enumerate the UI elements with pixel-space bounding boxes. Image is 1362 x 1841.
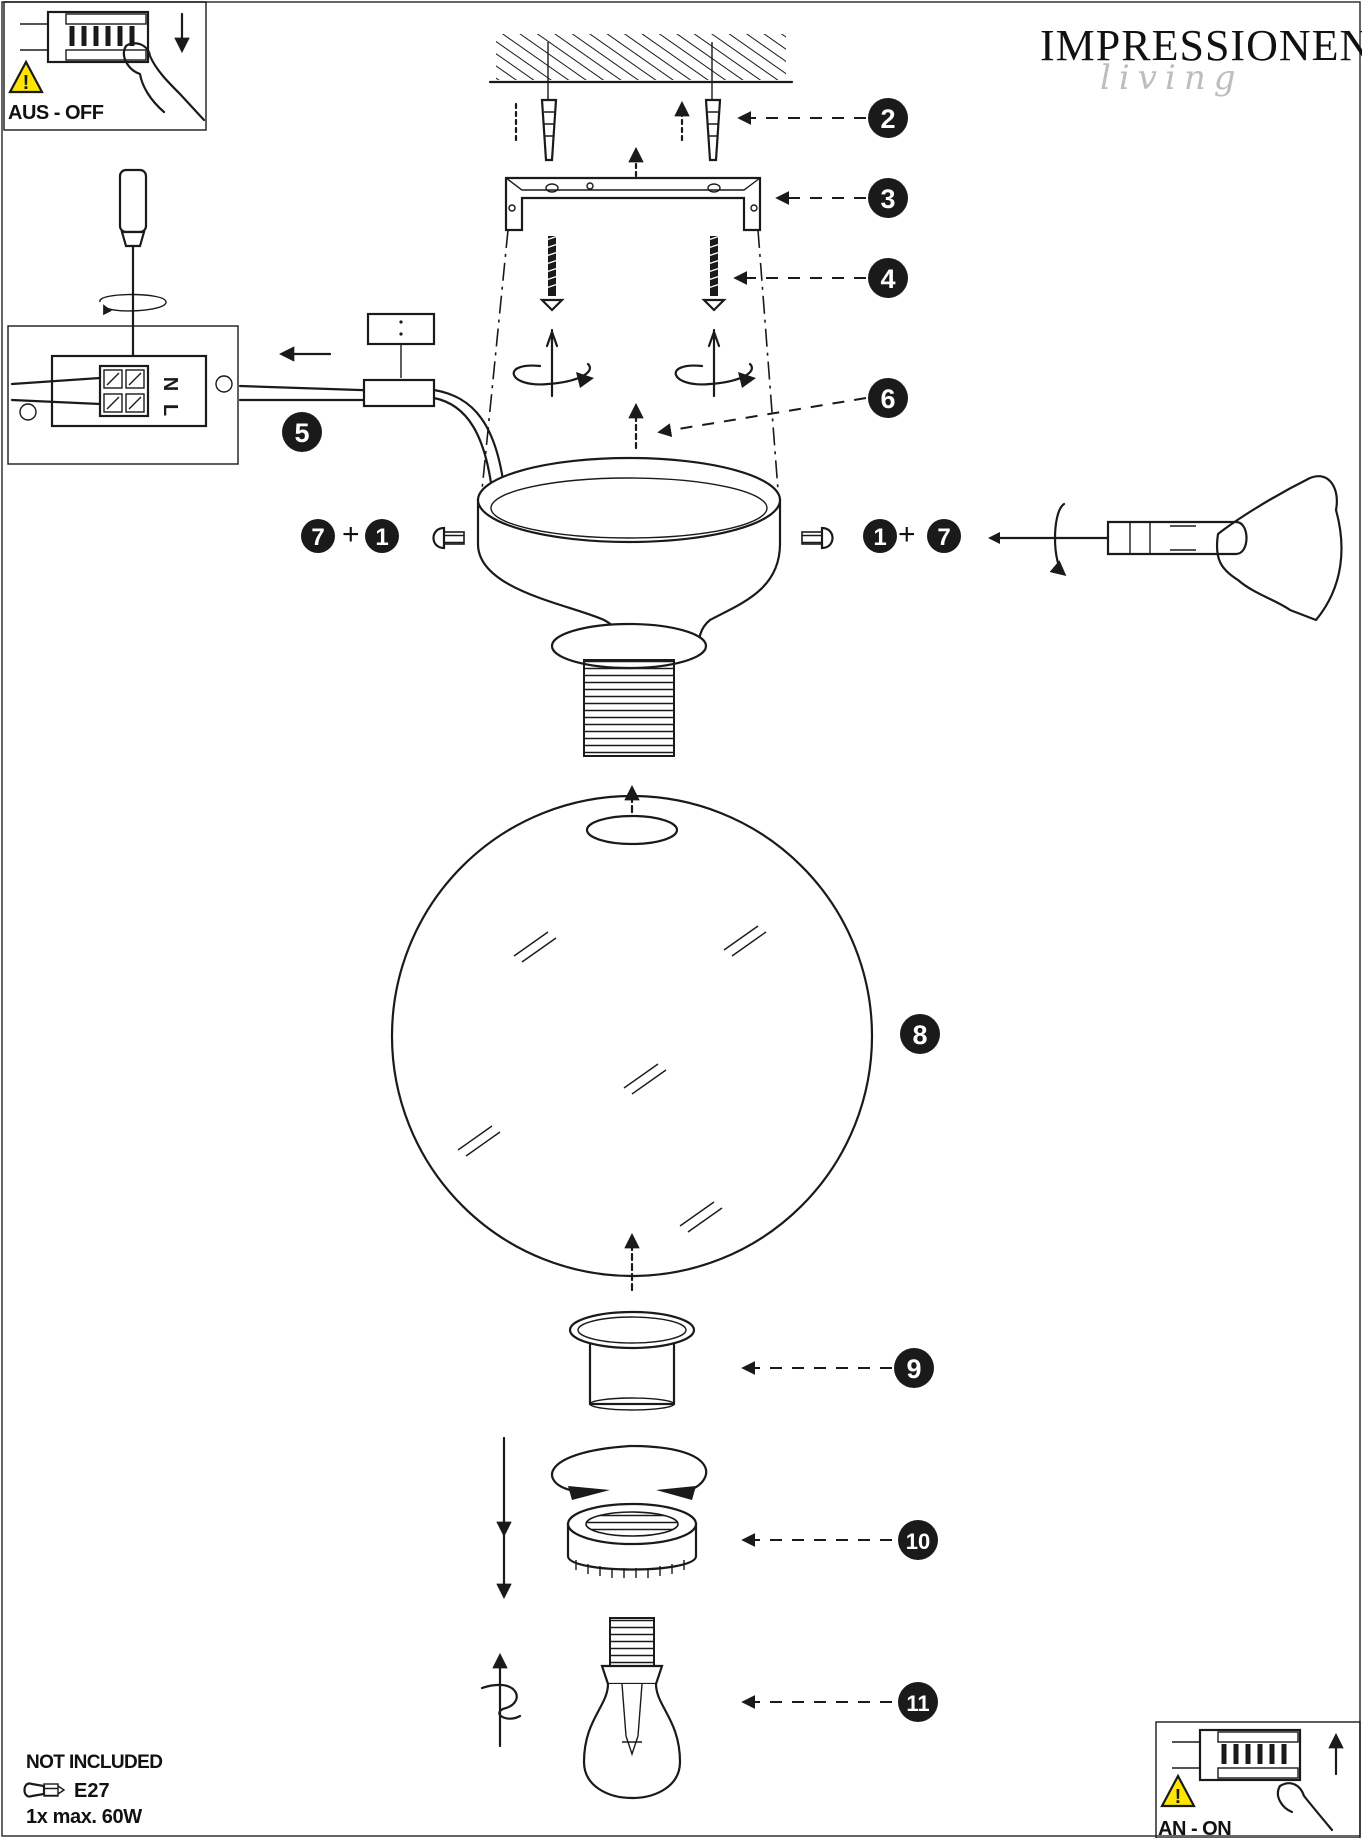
light-bulb-icon <box>582 1617 682 1800</box>
bulb-holder-ring-icon <box>568 1310 696 1411</box>
step-5-badge: 5 <box>282 412 322 452</box>
terminal-block-icon <box>10 354 233 428</box>
svg-text:!: ! <box>23 72 30 94</box>
svg-text:11: 11 <box>906 1691 929 1716</box>
brand-name: IMPRESSIONEN <box>1040 21 1362 70</box>
hand-icon <box>122 42 206 122</box>
screw-icon <box>801 526 834 550</box>
lock-ring-icon <box>566 1502 698 1578</box>
step-2-badge: 2 <box>868 98 908 138</box>
svg-text:7: 7 <box>937 524 950 551</box>
circuit-breaker-icon <box>20 10 150 64</box>
bulb-wattage: 1x max. 60W <box>26 1806 142 1828</box>
screwdriver-icon <box>988 520 1248 556</box>
rotate-arrow-icon <box>512 328 594 398</box>
wiring-detail-panel <box>7 168 508 512</box>
terminal-letter-l: L <box>159 404 181 416</box>
step-9-badge: 9 <box>894 1348 934 1388</box>
svg-text:3: 3 <box>880 184 895 214</box>
rotate-arrow-icon <box>551 1444 708 1492</box>
plus-sign: + <box>898 518 916 551</box>
wall-plug-icon <box>704 98 722 162</box>
svg-text:5: 5 <box>294 418 309 448</box>
svg-text:9: 9 <box>906 1354 921 1384</box>
step-4-badge: 4 <box>868 258 908 298</box>
step-10-badge: 10 <box>898 1520 938 1560</box>
power-off-label: AUS - OFF <box>8 102 104 124</box>
screw-icon <box>432 526 465 550</box>
plus-sign: + <box>342 518 360 551</box>
svg-text:1: 1 <box>375 524 388 551</box>
circuit-breaker-icon <box>1172 1728 1302 1782</box>
svg-text:6: 6 <box>880 384 895 414</box>
step-1-badge: 1 <box>863 519 897 553</box>
power-on-label: AN - ON <box>1158 1818 1232 1840</box>
rotate-arrow-icon <box>1049 502 1067 576</box>
step-8-badge: 8 <box>900 1014 940 1054</box>
mounting-bracket-icon <box>504 176 762 232</box>
wall-plug-icon <box>540 98 558 162</box>
power-off-panel: ! <box>3 1 207 131</box>
screw-icon <box>539 235 565 312</box>
svg-text:10: 10 <box>906 1529 930 1554</box>
not-included-label: NOT INCLUDED <box>26 1752 163 1773</box>
hand-icon <box>1276 1782 1334 1832</box>
svg-text:7: 7 <box>311 524 324 551</box>
step-7-badge: 7 <box>927 519 961 553</box>
warning-triangle-icon: ! <box>8 59 44 94</box>
svg-text:2: 2 <box>880 104 895 134</box>
screwdriver-icon <box>118 168 148 364</box>
bulb-socket-type: E27 <box>74 1780 110 1802</box>
power-on-panel: ! <box>1155 1721 1361 1838</box>
rotate-arrow-icon <box>99 293 167 316</box>
step-3-badge: 3 <box>868 178 908 218</box>
step-6-badge: 6 <box>868 378 908 418</box>
canopy-icon <box>476 456 782 757</box>
step-1-badge: 1 <box>365 519 399 553</box>
terminal-letter-n: N <box>159 377 181 391</box>
svg-text:!: ! <box>1175 1786 1182 1808</box>
svg-text:8: 8 <box>912 1020 927 1050</box>
screw-icon <box>701 235 727 312</box>
warning-triangle-icon: ! <box>1160 1773 1196 1808</box>
brand-tagline: living <box>1100 58 1244 98</box>
hand-icon <box>1215 475 1343 622</box>
step-11-badge: 11 <box>898 1682 938 1722</box>
svg-text:1: 1 <box>873 524 886 551</box>
step-7-badge: 7 <box>301 519 335 553</box>
ceiling-icon <box>488 34 794 150</box>
small-bulb-icon <box>23 1782 66 1798</box>
svg-text:4: 4 <box>880 264 895 294</box>
rotate-arrow-icon <box>674 328 756 398</box>
glass-globe-icon <box>390 794 874 1278</box>
